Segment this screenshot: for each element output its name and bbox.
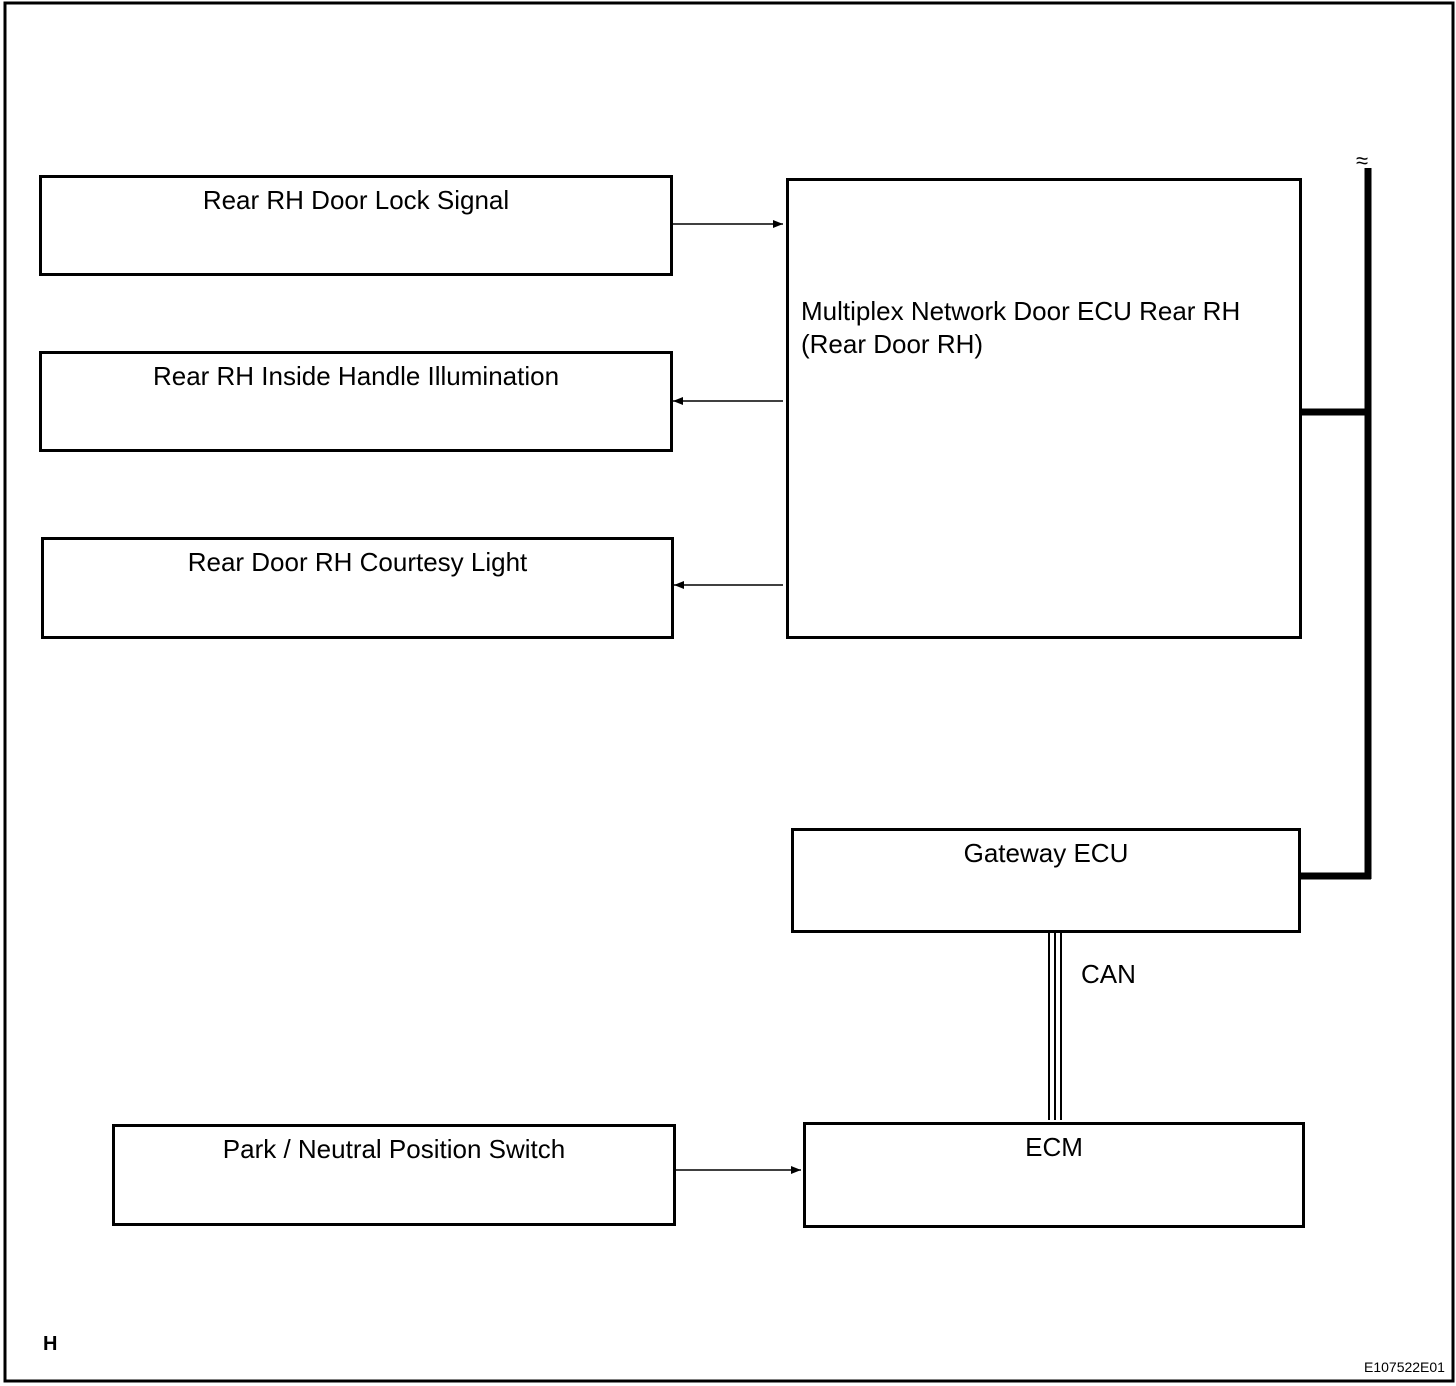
courtesy-light-label: Rear Door RH Courtesy Light — [187, 547, 528, 577]
courtesy-light-block: Rear Door RH Courtesy Light — [41, 537, 674, 639]
pn-switch-block: Park / Neutral Position Switch — [112, 1124, 676, 1226]
pn-switch-label: Park / Neutral Position Switch — [222, 1134, 566, 1164]
inside-handle-illumination-label: Rear RH Inside Handle Illumination — [152, 361, 560, 391]
figure-id: E107522E01 — [1364, 1359, 1445, 1375]
door-ecu-block: Multiplex Network Door ECU Rear RH (Rear… — [786, 178, 1302, 639]
inside-handle-illumination-block: Rear RH Inside Handle Illumination — [39, 351, 673, 452]
corner-letter: H — [43, 1333, 58, 1355]
ecm-block: ECM — [803, 1122, 1305, 1228]
door-ecu-label-line2: (Rear Door RH) — [801, 329, 984, 359]
gateway-ecu-label: Gateway ECU — [963, 838, 1129, 868]
door-ecu-label-line1: Multiplex Network Door ECU Rear RH — [801, 296, 1241, 326]
door-lock-signal-block: Rear RH Door Lock Signal — [39, 175, 673, 276]
gateway-ecu-block: Gateway ECU — [791, 828, 1301, 933]
bus-break-mark: ≈ — [1356, 148, 1369, 173]
door-lock-signal-label: Rear RH Door Lock Signal — [202, 185, 510, 215]
can-bus-lines — [1048, 930, 1062, 1120]
door-ecu-label: Multiplex Network Door ECU Rear RH (Rear… — [801, 295, 1240, 361]
outer-frame — [3, 1, 1455, 1383]
ecm-label: ECM — [1025, 1132, 1083, 1162]
can-label: CAN — [1081, 959, 1136, 989]
